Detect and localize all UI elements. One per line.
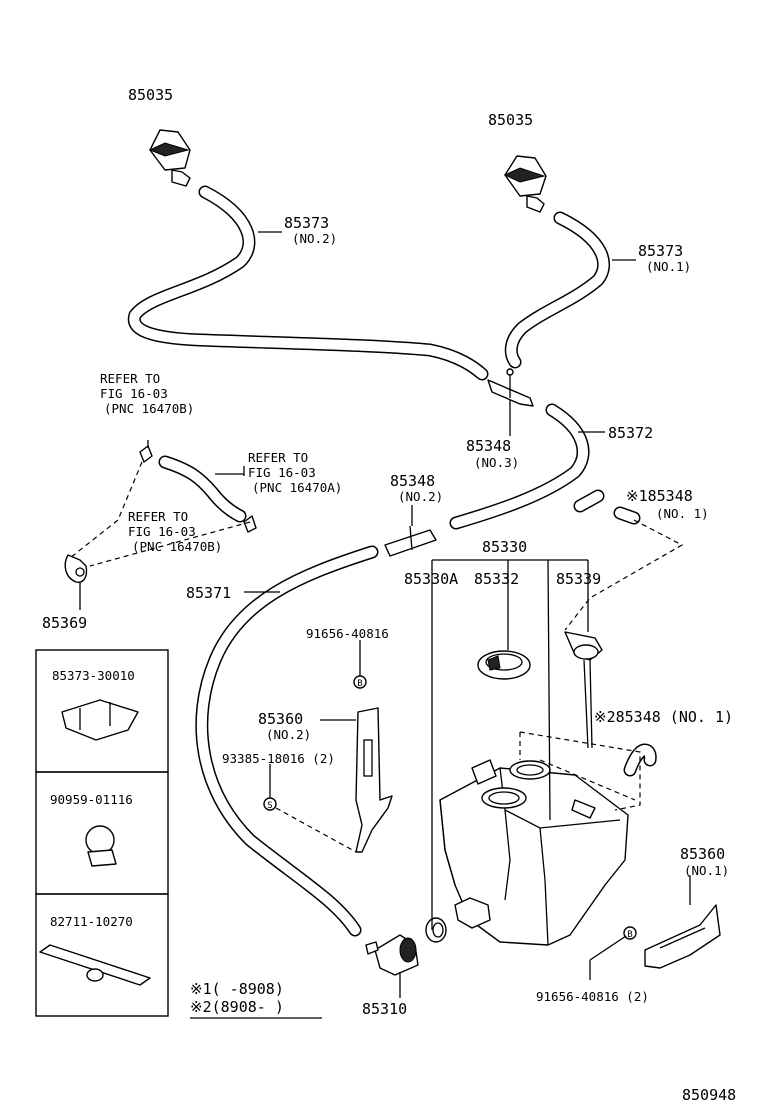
screw-badge-s: S [263,797,277,811]
clip-85369 [64,554,88,583]
refer3-line3: (PNC 16470B) [132,539,222,554]
nozzle-85035-left [148,129,191,187]
hose-85373-no1 [504,211,611,369]
label-85360-no1: 85360 [680,845,725,863]
cap-85332 [477,650,531,680]
refer1-line3: (PNC 16470B) [104,401,194,416]
label-85348-no3: 85348 [466,437,511,455]
hose-85348-no1-short [573,489,641,525]
label-85330: 85330 [482,538,527,556]
label-85373-no2-sub: (NO.2) [292,231,337,246]
label-85035-left: 85035 [128,86,173,104]
nozzle-85035-right [503,155,547,213]
dashed-leaders [69,461,684,853]
label-85369: 85369 [42,614,87,632]
bracket-85360-no2 [355,707,393,853]
legend-box-82711-10270 [35,893,169,1017]
label-85348-no1: ※185348 [626,487,693,505]
label-85348-no2: 85348 [390,472,435,490]
hose-85373-no2 [127,185,489,381]
label-85360-no2-sub: (NO.2) [266,727,311,742]
label-85373-no2: 85373 [284,214,329,232]
label-bolt-bottom: 91656-40816 (2) [536,989,649,1004]
leader-lines [79,231,691,998]
refer3-line2: FIG 16-03 [128,524,196,539]
label-85348-no1-sub: (NO. 1) [656,506,709,521]
bolt-badge-b-bottom: B [623,926,637,940]
bolt-badge-b-top: B [353,675,367,689]
label-bolt-top: 91656-40816 [306,626,389,641]
legend-box-90959-01116 [35,771,169,895]
clip-refer-top [139,445,153,463]
label-85372: 85372 [608,424,653,442]
label-85371: 85371 [186,584,231,602]
label-85360-no2: 85360 [258,710,303,728]
label-85035-right: 85035 [488,111,533,129]
hose-85348-star2 [623,743,657,777]
pipe-85339 [564,631,603,749]
refer3-line1: REFER TO [128,509,188,524]
hose-85372 [449,403,590,530]
label-85339: 85339 [556,570,601,588]
pump-motor-85310 [365,934,419,976]
hose-refer-16470a [158,455,247,523]
svg-text:S: S [267,801,272,811]
label-star2-85348: ※285348 (NO. 1) [594,708,733,726]
figure-code: 850948 [682,1086,736,1104]
grommet [425,917,447,943]
refer2-line1: REFER TO [248,450,308,465]
label-85310: 85310 [362,1000,407,1018]
refer1-line1: REFER TO [100,371,160,386]
refer2-line2: FIG 16-03 [248,465,316,480]
hose-85371 [195,545,379,937]
clip-refer-mid [243,515,257,533]
refer2-line3: (PNC 16470A) [252,480,342,495]
label-screw: 93385-18016 (2) [222,751,335,766]
label-85373-no1: 85373 [638,242,683,260]
refer1-line2: FIG 16-03 [100,386,168,401]
label-85348-no2-sub: (NO.2) [398,489,443,504]
note-star1: ※1( -8908) [190,980,284,998]
svg-text:B: B [357,679,362,689]
label-85360-no1-sub: (NO.1) [684,863,729,878]
washer-tank-85330a [439,759,629,946]
label-85373-no1-sub: (NO.1) [646,259,691,274]
label-85332: 85332 [474,570,519,588]
note-star2: ※2(8908- ) [190,998,284,1016]
joint-85348-no3 [487,368,534,407]
label-85330a: 85330A [404,570,458,588]
bracket-85360-no1 [644,904,721,969]
legend-90959-01116: 90959-01116 [50,792,133,807]
svg-text:B: B [627,930,632,940]
legend-85373-30010: 85373-30010 [52,668,135,683]
label-85348-no3-sub: (NO.3) [474,455,519,470]
joint-85348-no2 [384,525,437,557]
legend-82711-10270: 82711-10270 [50,914,133,929]
